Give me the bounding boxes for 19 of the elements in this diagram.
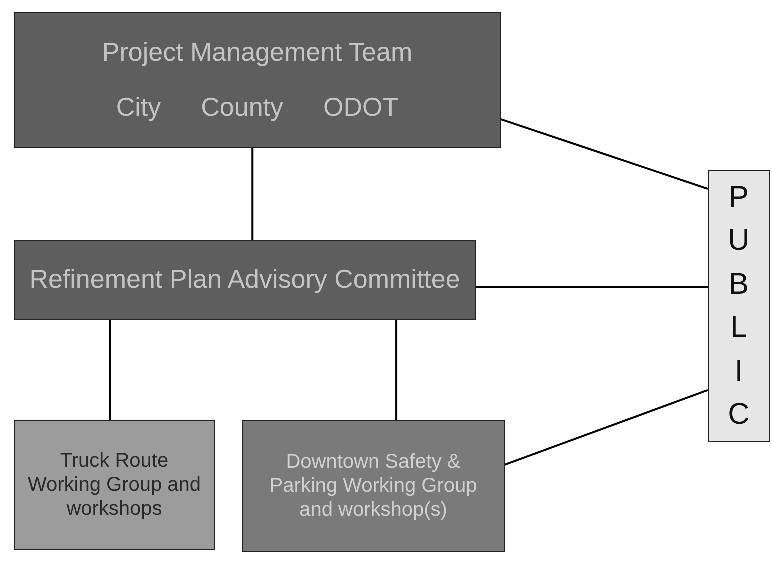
connector-line <box>476 286 708 288</box>
member-label: ODOT <box>324 92 399 124</box>
box-label: Refinement Plan Advisory Committee <box>28 264 462 296</box>
box-label: Downtown Safety & Parking Working Group and workshop(s) <box>268 450 478 522</box>
org-box <box>14 240 476 320</box>
member-label: City <box>116 92 162 124</box>
member-label: County <box>201 92 284 124</box>
box-title: Project Management Team <box>101 36 414 68</box>
connector-line <box>109 320 112 420</box>
connector-line <box>504 389 708 466</box>
connector-line <box>252 148 254 240</box>
vertical-label: PUBLIC <box>728 180 750 433</box>
connector-line <box>396 320 398 420</box>
org-box <box>14 420 215 550</box>
connector-line <box>500 118 708 190</box>
org-box <box>242 420 505 552</box>
box-label: Truck Route Working Group and workshops <box>26 449 202 521</box>
org-box <box>14 12 501 148</box>
org-box <box>708 170 770 442</box>
